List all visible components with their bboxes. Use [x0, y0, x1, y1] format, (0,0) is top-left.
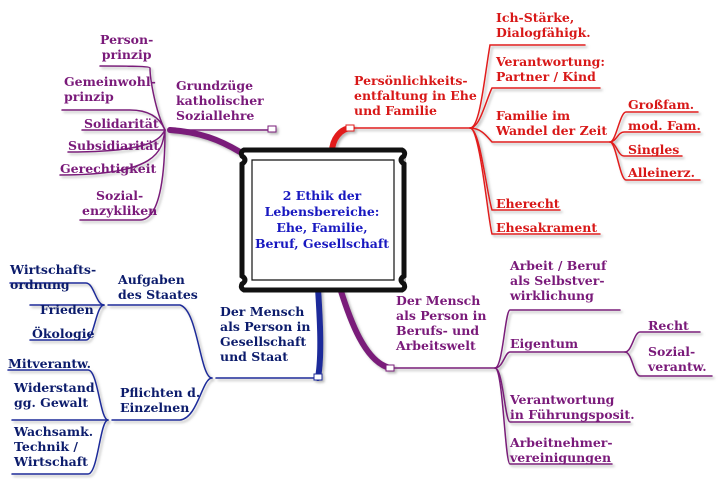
- beruf-item-arbeitnehmervereinigungen[interactable]: Arbeitnehmer- vereinigungen: [510, 435, 613, 465]
- familie-item-modfam[interactable]: mod. Fam.: [628, 118, 701, 133]
- grundzuege-item-personprinzip[interactable]: Person- prinzip: [100, 32, 154, 62]
- grundzuege-item-subsidiaritaet[interactable]: Subsidiarität: [68, 138, 160, 153]
- pflichten-item-wachsamkeit[interactable]: Wachsamk. Technik / Wirtschaft: [14, 424, 94, 469]
- persoenlichkeit-item-familie[interactable]: Familie im Wandel der Zeit: [496, 108, 608, 138]
- beruf-item-selbstverwirklichung[interactable]: Arbeit / Beruf als Selbstver- wirklichun…: [510, 258, 607, 303]
- aufgaben-item-oekologie[interactable]: Ökologie: [32, 326, 95, 341]
- familie-item-grossfam[interactable]: Großfam.: [628, 97, 695, 112]
- center-frame: [238, 147, 408, 293]
- beruf-item-verantwortung[interactable]: Verantwortung in Führungsposit.: [510, 392, 635, 422]
- aufgaben-item-frieden[interactable]: Frieden: [40, 302, 94, 317]
- branch-grundzuege-lines: [59, 65, 277, 221]
- persoenlichkeit-item-ehesakrament[interactable]: Ehesakrament: [496, 220, 598, 235]
- familie-item-alleinerz[interactable]: Alleinerz.: [628, 165, 695, 180]
- grundzuege-item-gemeinwohlprinzip[interactable]: Gemeinwohl- prinzip: [64, 74, 156, 104]
- persoenlichkeit-item-verantwortung[interactable]: Verantwortung: Partner / Kind: [496, 54, 606, 84]
- grundzuege-item-sozialenzykliken[interactable]: Sozial- enzykliken: [82, 188, 158, 218]
- aufgaben-item-wirtschaftsordnung[interactable]: Wirtschafts- ordnung: [10, 262, 97, 292]
- beruf-item-eigentum[interactable]: Eigentum: [510, 336, 579, 351]
- topic-beruf[interactable]: Der Mensch als Person in Berufs- und Arb…: [396, 293, 487, 353]
- central-topic[interactable]: 2 Ethik der Lebensbereiche: Ehe, Familie…: [238, 152, 406, 287]
- eigentum-item-recht[interactable]: Recht: [648, 318, 689, 333]
- topic-pflichten-einzelnen[interactable]: Pflichten d. Einzelnen: [120, 385, 201, 415]
- persoenlichkeit-item-eherecht[interactable]: Eherecht: [496, 196, 560, 211]
- topic-aufgaben-staat[interactable]: Aufgaben des Staates: [118, 272, 198, 302]
- central-topic-label: 2 Ethik der Lebensbereiche: Ehe, Familie…: [254, 187, 390, 251]
- branch-gesellschaft-lines: [7, 282, 324, 475]
- eigentum-item-sozialverantw[interactable]: Sozial- verantw.: [648, 344, 707, 374]
- familie-item-singles[interactable]: Singles: [628, 142, 680, 157]
- pflichten-item-widerstand[interactable]: Widerstand gg. Gewalt: [14, 380, 95, 410]
- branch-beruf-lines: [337, 285, 713, 465]
- topic-persoenlichkeit[interactable]: Persönlichkeits- entfaltung in Ehe und F…: [354, 73, 477, 118]
- pflichten-item-mitverantw[interactable]: Mitverantw.: [8, 356, 91, 371]
- grundzuege-item-solidaritaet[interactable]: Solidarität: [84, 116, 159, 131]
- persoenlichkeit-item-ichstaerke[interactable]: Ich-Stärke, Dialogfähigk.: [496, 10, 591, 40]
- topic-gesellschaft[interactable]: Der Mensch als Person in Gesellschaft un…: [220, 304, 311, 364]
- topic-grundzuege[interactable]: Grundzüge katholischer Soziallehre: [176, 78, 264, 123]
- grundzuege-item-gerechtigkeit[interactable]: Gerechtigkeit: [60, 161, 157, 176]
